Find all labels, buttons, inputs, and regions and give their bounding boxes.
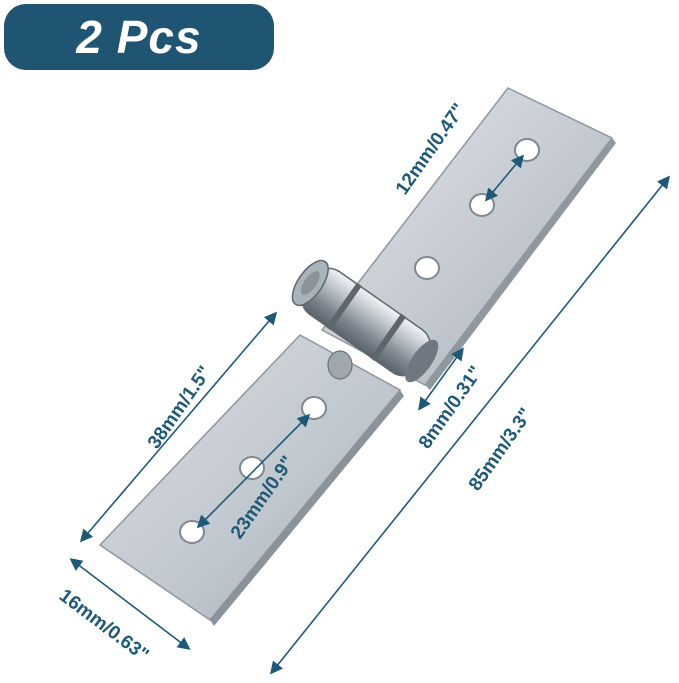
bottom-hole-spacing-line: [196, 413, 311, 529]
width-line: [69, 558, 191, 650]
leaf-length-line: [79, 311, 278, 543]
quantity-badge-label: 2 Pcs: [76, 11, 202, 63]
quantity-badge: 2 Pcs: [4, 4, 274, 70]
total-length-line: [269, 175, 671, 675]
knuckle-length-line: [418, 347, 464, 411]
dimension-lines: [69, 154, 671, 675]
rivet: [327, 350, 353, 380]
width-label: 16mm/0.63": [55, 585, 152, 666]
hinge-bottom-leaf: [98, 334, 404, 626]
